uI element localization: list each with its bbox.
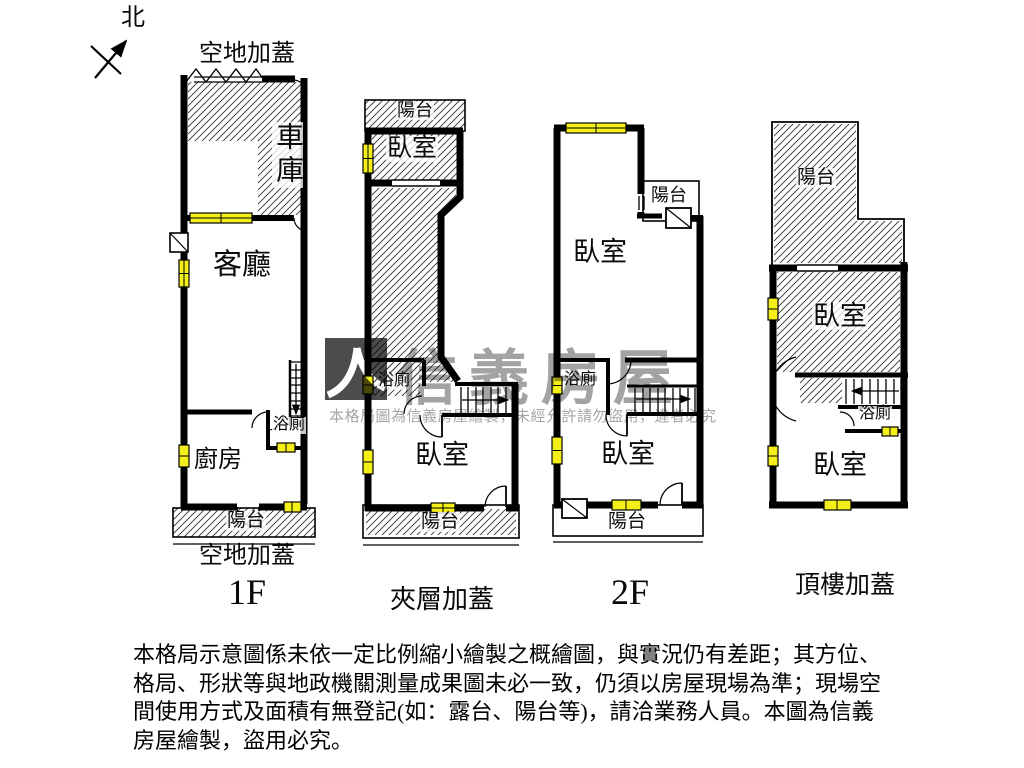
disclaimer-line: 本格局示意圖係未依一定比例縮小繪製之概繪圖，與實況仍有差距；其方位、 xyxy=(133,642,882,667)
north-arrow xyxy=(90,39,128,79)
room-label-bath-roof: 浴廁 xyxy=(858,405,893,423)
disclaimer-line: 格局、形狀等與地政機關測量成果圖未必一致，仍須以房屋現場為準；現場空 xyxy=(133,670,882,696)
stairs-mezzanine xyxy=(460,387,514,413)
doors-2f xyxy=(605,359,683,506)
pillar-1f xyxy=(169,232,189,253)
room-label-balcony-top-m: 陽台 xyxy=(396,100,434,120)
room-label-bath-m: 浴廁 xyxy=(377,372,412,390)
floorplan-1f xyxy=(169,67,316,545)
room-label-kitchen: 廚房 xyxy=(194,447,242,473)
room-label-balcony-1f: 陽台 xyxy=(226,510,267,531)
room-label-bath-1f: 浴廁 xyxy=(272,416,307,434)
stairs-2f xyxy=(634,388,696,412)
stairs-rooftop xyxy=(845,379,902,404)
floor-caption-mezzanine: 夾層加蓋 xyxy=(389,585,494,614)
zigzag-open-edge xyxy=(185,67,265,84)
disclaimer-line: 房屋繪製，盜用必究。 xyxy=(133,727,354,753)
disclaimer-line: 間使用方式及面積有無登記(如：露台、陽台等)，請洽業務人員。本圖為信義 xyxy=(133,699,874,724)
annex-label-top-1f: 空地加蓋 xyxy=(199,41,295,67)
north-label: 北 xyxy=(121,5,145,31)
disclaimer-text: 本格局示意圖係未依一定比例縮小繪製之概繪圖，與實況仍有差距；其方位、 格局、形狀… xyxy=(133,641,933,755)
room-label-living: 客廳 xyxy=(213,249,272,281)
room-label-bedroom-top-m: 臥室 xyxy=(386,135,439,162)
floor-caption-1f: 1F xyxy=(227,572,267,612)
room-label-balcony-roof: 陽台 xyxy=(796,167,837,188)
room-label-bedroom-bottom-2f: 臥室 xyxy=(601,439,655,469)
room-label-bedroom-top-roof: 臥室 xyxy=(812,301,868,331)
doors-rooftop xyxy=(770,356,855,427)
annex-label-bottom-1f: 空地加蓋 xyxy=(199,543,295,569)
room-label-bedroom-bottom-m: 臥室 xyxy=(415,440,469,470)
floorplan-2f xyxy=(551,122,704,543)
room-label-bedroom-bottom-roof: 臥室 xyxy=(813,450,867,480)
pillar-2f-balcony xyxy=(665,207,692,229)
floor-caption-rooftop: 頂樓加蓋 xyxy=(794,572,895,599)
room-label-bath-2f: 浴廁 xyxy=(563,371,598,389)
room-label-bedroom-top-2f: 臥室 xyxy=(573,237,627,267)
balcony-hatch-roof xyxy=(774,124,902,263)
room-label-balcony-top-2f: 陽台 xyxy=(651,185,687,205)
room-label-garage: 車庫 xyxy=(272,122,304,188)
floor-caption-2f: 2F xyxy=(610,572,650,612)
pillar-2f-bottom xyxy=(561,498,588,519)
floorplan-rooftop xyxy=(767,121,908,511)
room-label-balcony-bottom-m: 陽台 xyxy=(420,511,461,532)
floorplan-mezzanine xyxy=(362,99,520,546)
room-label-balcony-bottom-2f: 陽台 xyxy=(608,511,647,532)
doors-mezzanine xyxy=(403,395,507,508)
